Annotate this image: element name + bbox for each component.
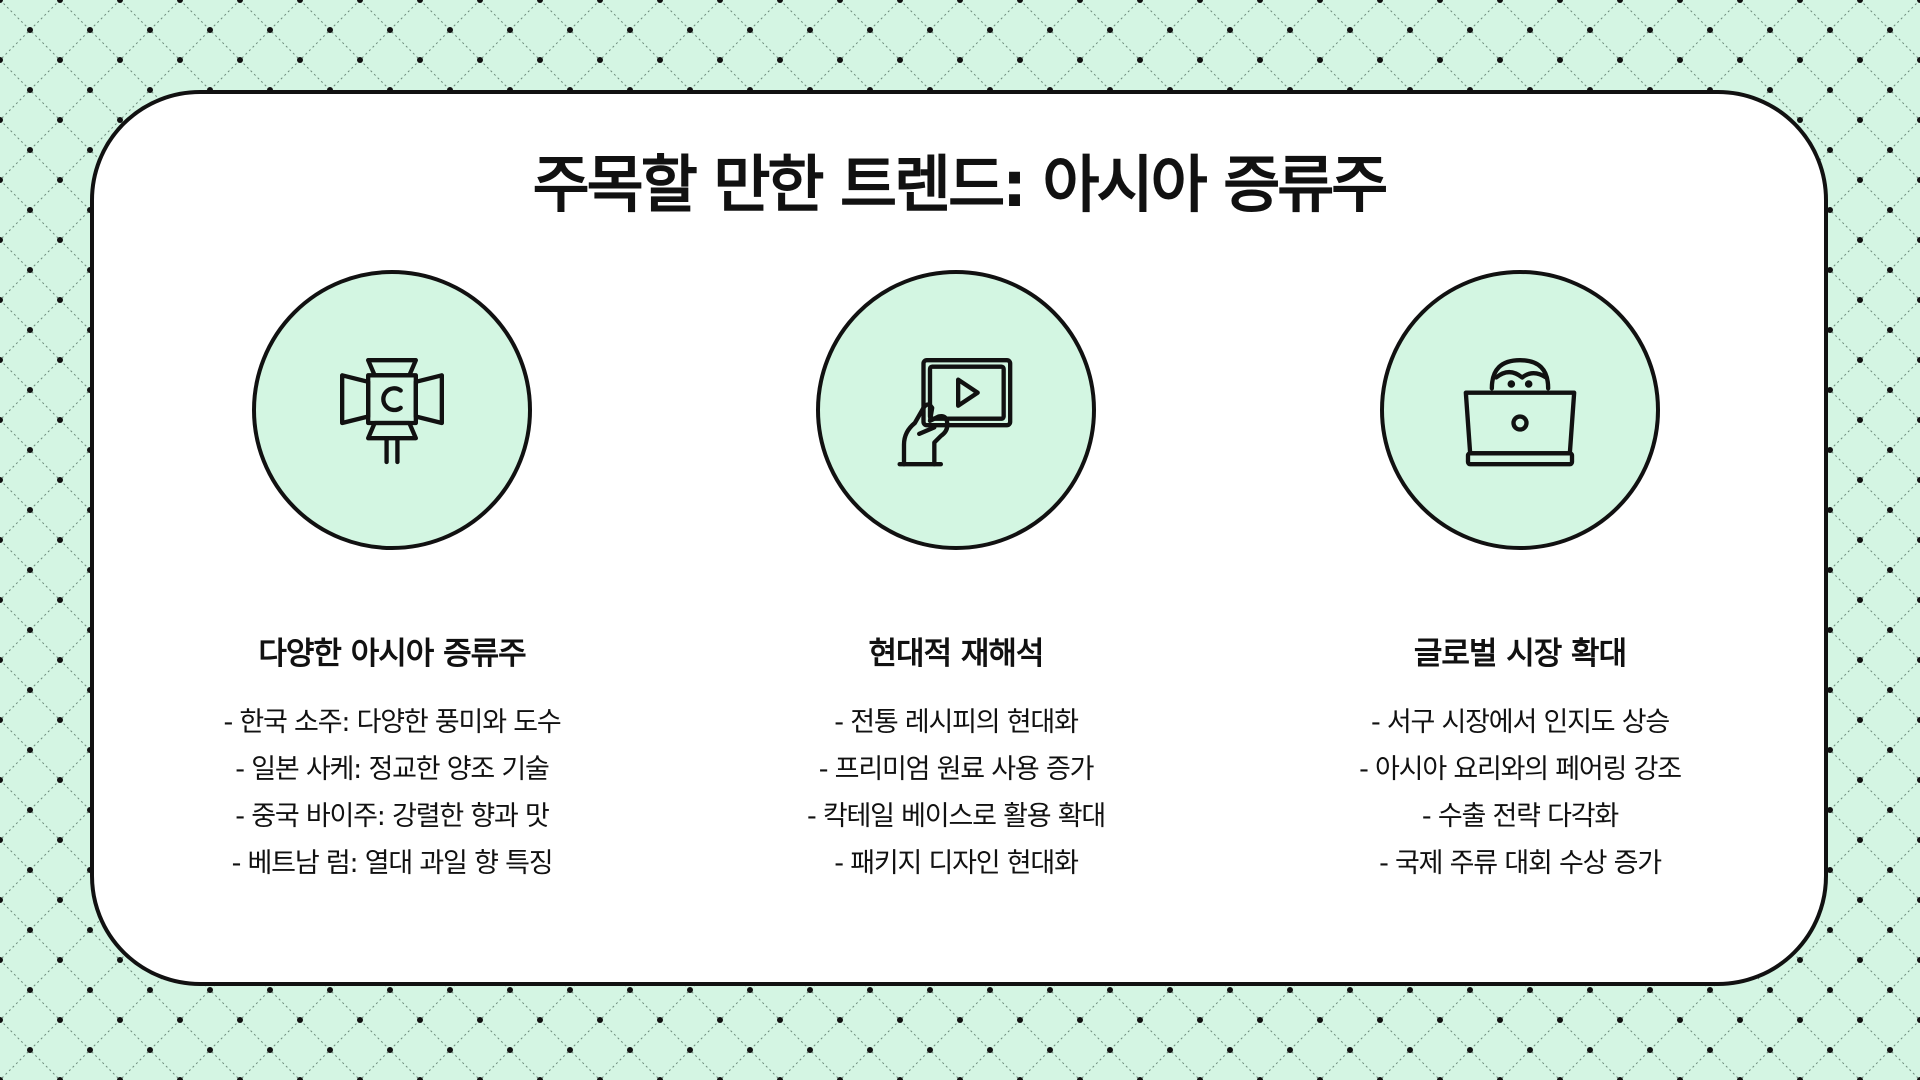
list-item: - 중국 바이주: 강렬한 향과 맛 bbox=[235, 801, 550, 832]
list-item: - 수출 전략 다각화 bbox=[1421, 801, 1619, 832]
list-item: - 한국 소주: 다양한 풍미와 도수 bbox=[223, 707, 561, 738]
icon-circle bbox=[252, 270, 532, 550]
bullet-list: - 전통 레시피의 현대화 - 프리미엄 원료 사용 증가 - 칵테일 베이스로… bbox=[696, 699, 1216, 887]
column-title: 다양한 아시아 증류주 bbox=[258, 636, 526, 672]
list-item: - 칵테일 베이스로 활용 확대 bbox=[806, 801, 1106, 832]
trend-column-global-market: 글로벌 시장 확대 - 서구 시장에서 인지도 상승 - 아시아 요리와의 페어… bbox=[1260, 270, 1780, 887]
list-item: - 일본 사케: 정교한 양조 기술 bbox=[235, 754, 550, 785]
column-title: 현대적 재해석 bbox=[868, 636, 1045, 672]
list-item: - 아시아 요리와의 페어링 강조 bbox=[1359, 754, 1682, 785]
bullet-list: - 한국 소주: 다양한 풍미와 도수 - 일본 사케: 정교한 양조 기술 -… bbox=[132, 699, 652, 887]
column-title: 글로벌 시장 확대 bbox=[1413, 636, 1627, 672]
content-card: 주목할 만한 트렌드: 아시아 증류주 다양한 아시아 증류주 - 한국 소주:… bbox=[90, 90, 1828, 986]
list-item: - 프리미엄 원료 사용 증가 bbox=[818, 754, 1095, 785]
trend-column-diversity: 다양한 아시아 증류주 - 한국 소주: 다양한 풍미와 도수 - 일본 사케:… bbox=[132, 270, 652, 887]
list-item: - 국제 주류 대회 수상 증가 bbox=[1379, 848, 1662, 879]
person-laptop-icon bbox=[1463, 358, 1577, 467]
list-item: - 베트남 럼: 열대 과일 향 특징 bbox=[231, 848, 554, 879]
stage-spotlight-icon bbox=[340, 358, 444, 465]
list-item: - 전통 레시피의 현대화 bbox=[834, 707, 1079, 738]
icon-circle bbox=[816, 270, 1096, 550]
trend-column-modern-reinterpretation: 현대적 재해석 - 전통 레시피의 현대화 - 프리미엄 원료 사용 증가 - … bbox=[696, 270, 1216, 887]
list-item: - 패키지 디자인 현대화 bbox=[834, 848, 1079, 879]
hand-holding-video-tablet-icon bbox=[897, 358, 1013, 467]
icon-circle bbox=[1380, 270, 1660, 550]
bullet-list: - 서구 시장에서 인지도 상승 - 아시아 요리와의 페어링 강조 - 수출 … bbox=[1260, 699, 1780, 887]
list-item: - 서구 시장에서 인지도 상승 bbox=[1370, 707, 1670, 738]
page-title: 주목할 만한 트렌드: 아시아 증류주 bbox=[532, 148, 1389, 221]
